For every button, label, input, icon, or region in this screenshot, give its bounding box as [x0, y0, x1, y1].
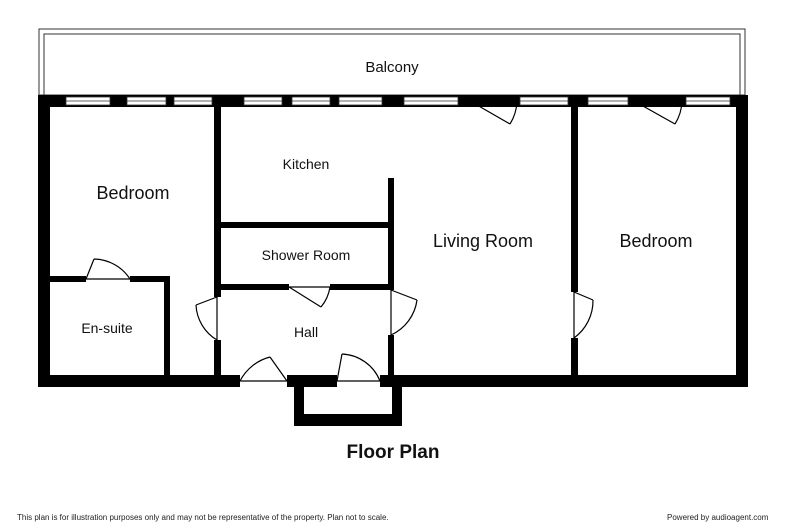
living-room-label: Living Room [433, 231, 533, 251]
entrance-porch [294, 380, 402, 426]
balcony-label: Balcony [365, 59, 419, 76]
windows [65, 96, 731, 106]
wall-bedroom-kitchen [214, 107, 221, 297]
shower-room-door [288, 286, 331, 308]
disclaimer-text: This plan is for illustration purposes o… [17, 513, 389, 522]
exterior-walls [38, 95, 748, 387]
wall-hall-living-lower [388, 335, 394, 375]
living-bedroom-door [573, 291, 594, 339]
doors [85, 100, 683, 382]
wall-bedroom-hall-lower [214, 340, 221, 375]
wall-living-bedroom-upper [571, 107, 578, 292]
top-wall [38, 95, 748, 107]
bedroom-left-label: Bedroom [96, 183, 169, 203]
kitchen-label: Kitchen [283, 156, 330, 172]
hall-label: Hall [294, 324, 318, 340]
left-wall [38, 95, 50, 387]
balcony-door-living [469, 100, 518, 125]
hall-door-living [390, 289, 418, 336]
powered-by-text: Powered by audioagent.com [667, 513, 769, 522]
front-door-left [239, 356, 288, 382]
bottom-wall-right [380, 375, 748, 387]
wall-shower-hall-left [221, 284, 289, 290]
interior-walls [50, 107, 578, 375]
wall-living-bedroom-lower [571, 338, 578, 375]
balcony-door-bedroom [633, 100, 683, 125]
bedroom-right-label: Bedroom [619, 231, 692, 251]
front-door-right [336, 353, 381, 382]
wall-shower-hall-right [330, 284, 388, 290]
wall-ensuite-right [164, 276, 170, 375]
wall-ensuite-top-right [130, 276, 167, 282]
hall-door-bedroom [195, 296, 218, 341]
shower-room-label: Shower Room [262, 247, 351, 263]
wall-ensuite-top-left [50, 276, 86, 282]
plan-title: Floor Plan [347, 442, 440, 463]
wall-kitchen-shower [221, 222, 391, 228]
en-suite-label: En-suite [81, 320, 133, 336]
bottom-wall-left [38, 375, 240, 387]
wall-shower-right [388, 178, 394, 290]
right-wall [736, 95, 748, 387]
ensuite-door [85, 258, 131, 280]
